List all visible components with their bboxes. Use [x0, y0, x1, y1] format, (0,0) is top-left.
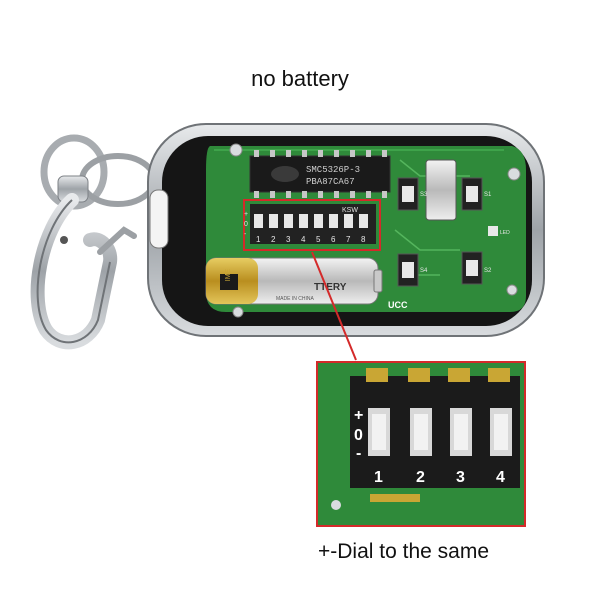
battery-text: TTERY	[314, 282, 347, 293]
dip-highlight-box	[243, 199, 381, 251]
battery-made-in: MADE IN CHINA	[276, 296, 314, 302]
zoom-zero-label: 0	[354, 427, 363, 444]
dip-number-4: 4	[301, 235, 306, 244]
dip-number-8: 8	[361, 235, 366, 244]
led	[488, 226, 498, 236]
label-s2: S2	[484, 268, 492, 274]
dip-switch: KSW + 0 - 1 2 3 4 5 6 7 8	[243, 199, 381, 251]
dip-plus-label: +	[244, 211, 248, 218]
encoder-chip: SMC5326P-3 PBA87CA67	[249, 150, 391, 198]
zoom-plus-label: +	[354, 407, 363, 424]
pcb-components: S3 S1 S4 S2 LED UCC	[388, 159, 510, 310]
callout-line	[311, 251, 357, 361]
battery: IME TTERY MADE IN CHINA	[205, 257, 383, 305]
zoom-number-2: 2	[416, 469, 425, 486]
crystal-oscillator	[425, 159, 457, 221]
dip-number-labels: 1 2 3 4 5 6 7 8	[256, 235, 366, 244]
dip-minus-label: -	[244, 231, 247, 238]
dip-number-6: 6	[331, 235, 336, 244]
zoom-inset: + 0 - 1 2 3 4	[316, 361, 526, 527]
battery-brand-mark: IME	[225, 268, 232, 281]
zoom-number-3: 3	[456, 469, 465, 486]
zoom-number-4: 4	[496, 469, 505, 486]
dip-zero-label: 0	[244, 221, 248, 228]
key-ring-large	[79, 153, 157, 207]
dip-brand-label: KSW	[342, 207, 358, 214]
chip-label-line2: PBA87CA67	[306, 177, 355, 187]
label-ucc: UCC	[388, 300, 408, 310]
lobster-clasp	[30, 193, 118, 350]
label-led: LED	[500, 230, 510, 236]
zoom-number-1: 1	[374, 469, 383, 486]
caption-no-battery: no battery	[251, 66, 349, 91]
dip-toggles	[254, 214, 368, 228]
zoom-toggles	[368, 408, 512, 456]
label-s3: S3	[420, 192, 428, 198]
dip-number-1: 1	[256, 235, 261, 244]
chip-label-line1: SMC5326P-3	[306, 165, 360, 175]
keychain	[30, 134, 157, 350]
zoom-minus-label: -	[356, 445, 361, 462]
dip-number-3: 3	[286, 235, 291, 244]
label-s4: S4	[420, 268, 428, 274]
dip-number-7: 7	[346, 235, 351, 244]
dip-number-2: 2	[271, 235, 276, 244]
zoom-number-labels: 1 2 3 4	[374, 469, 505, 486]
caption-dial-instruction: +-Dial to the same	[318, 540, 489, 563]
label-s1: S1	[484, 192, 492, 198]
dip-number-5: 5	[316, 235, 321, 244]
